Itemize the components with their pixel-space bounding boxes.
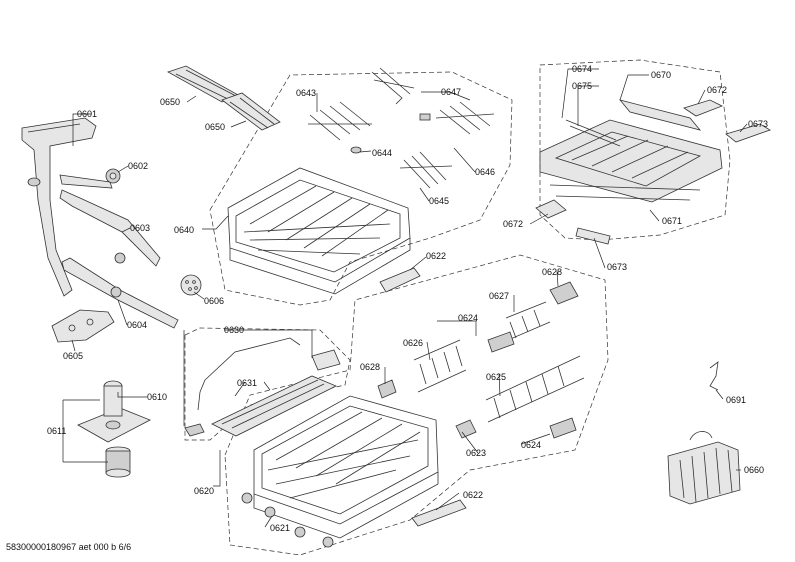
label-0623: 0623 [466,448,486,458]
clip-0691 [709,361,719,391]
lower-basket-group-outline [224,254,609,556]
label-0672-left: 0672 [503,219,523,229]
label-0628-left: 0628 [360,362,380,372]
spray-arm-upper [59,174,161,267]
cup-shelf-bottom [221,92,281,131]
third-rack-tray [539,119,723,203]
micro-filter [105,446,131,478]
label-0625: 0625 [486,372,506,382]
label-0631: 0631 [237,378,257,388]
label-0621: 0621 [270,523,290,533]
label-0626: 0626 [403,338,423,348]
third-rack-rails [565,99,702,147]
label-0646: 0646 [475,167,495,177]
label-0640: 0640 [174,225,194,235]
filter-disc [180,274,202,296]
upper-basket-racks [308,67,495,189]
label-0606: 0606 [204,296,224,306]
label-0660: 0660 [744,465,764,475]
label-0671: 0671 [662,216,682,226]
label-0644: 0644 [372,148,392,158]
label-0601: 0601 [77,109,97,119]
label-0647: 0647 [441,87,461,97]
label-0602: 0602 [128,161,148,171]
upper-basket-group-outline [209,71,513,306]
part-labels: 0601 0602 0603 0604 0605 0606 0610 0611 … [47,64,768,533]
handle-part-0622 [379,267,421,293]
label-0673-bottom: 0673 [607,262,627,272]
basket-wheel-rail [184,337,301,437]
cutlery-tray-0631 [211,375,337,437]
label-0624-top: 0624 [458,313,478,323]
label-0650-bottom: 0650 [205,122,225,132]
label-0645: 0645 [429,196,449,206]
upper-basket [227,167,411,295]
label-0627: 0627 [489,291,509,301]
label-0611: 0611 [47,426,66,436]
label-0672-top: 0672 [707,85,727,95]
document-footer: 58300000180967 aet 000 b 6/6 [6,542,131,552]
spray-arm-lower [61,252,179,329]
label-0630: 0630 [224,325,244,335]
leader-lines [62,68,748,528]
label-0691: 0691 [726,395,746,405]
label-0603: 0603 [130,223,150,233]
label-0624-bottom: 0624 [521,440,541,450]
label-0643: 0643 [296,88,316,98]
lower-basket-racks [377,281,585,439]
label-0622-lower: 0622 [463,490,483,500]
label-0604: 0604 [127,320,147,330]
handle-part-0622-lower [411,499,467,527]
lower-basket [253,395,439,539]
label-0620: 0620 [194,486,214,496]
nozzle-part [105,168,121,184]
cutlery-basket-0660 [667,431,741,505]
third-rack-group-outline [539,59,731,241]
basket-wheels-0621 [241,492,334,548]
label-0610: 0610 [147,392,167,402]
label-0605: 0605 [63,351,83,361]
label-0675: 0675 [572,81,592,91]
label-0622-upper: 0622 [426,251,446,261]
filter-assembly [77,380,151,443]
spray-arm-cover [51,309,115,343]
label-0670: 0670 [651,70,671,80]
label-0674: 0674 [572,64,592,74]
label-0650-top: 0650 [160,97,180,107]
label-0628-right: 0628 [542,267,562,277]
label-0673-top: 0673 [748,119,768,129]
clip-0630 [311,349,341,371]
third-rack-clips [535,99,771,245]
